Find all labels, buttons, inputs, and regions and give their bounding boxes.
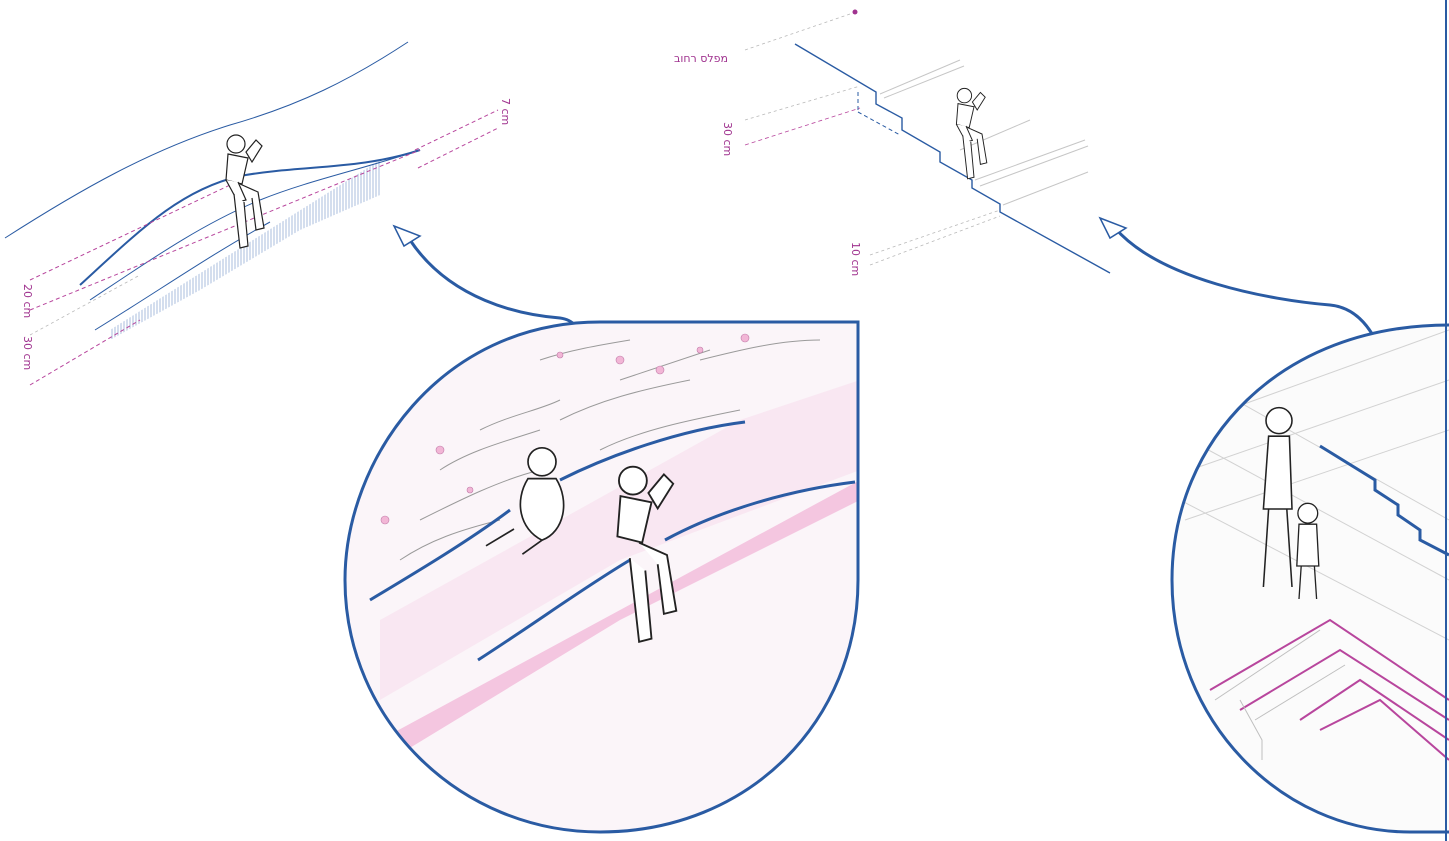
street-level-label: מפלס רחוב (674, 52, 728, 65)
arrow-head-icon (1098, 216, 1128, 240)
upper-terrain-curve (4, 41, 409, 239)
arrow-head-icon (392, 224, 422, 248)
right-magnifier-lens (1170, 323, 1449, 834)
label-30cm-right: 30 cm (721, 122, 734, 156)
lens-step-profile (1319, 444, 1449, 557)
lens-outline-right (1170, 323, 1449, 834)
right-steps-diagram: מפלס רחוב 30 cm 10 cm (674, 9, 1111, 276)
label-20cm: 20 cm (21, 284, 34, 318)
child-figure-icon (616, 465, 678, 643)
pink-seat-face (380, 480, 858, 760)
child-figure-icon (955, 87, 988, 180)
child-figure-icon (225, 134, 265, 249)
label-10cm: 10 cm (849, 242, 862, 276)
hatched-seat-face (110, 160, 380, 340)
adult-figure-icon (1262, 406, 1293, 588)
adult-figure-icon (485, 446, 565, 555)
child-figure-icon (1296, 502, 1320, 600)
left-slope-diagram: 7 cm 20 cm 30 cm (4, 41, 512, 386)
lens-seat-edge-upper (369, 508, 511, 602)
step-profile (794, 43, 1111, 274)
left-magnifier-lens (343, 320, 860, 834)
lens-outline-left (343, 320, 860, 834)
lens-seat-edge-lower (477, 558, 631, 662)
label-7cm: 7 cm (499, 98, 512, 125)
label-30cm-left: 30 cm (21, 336, 34, 370)
step-treads (879, 59, 1089, 206)
reference-dot (852, 9, 858, 15)
